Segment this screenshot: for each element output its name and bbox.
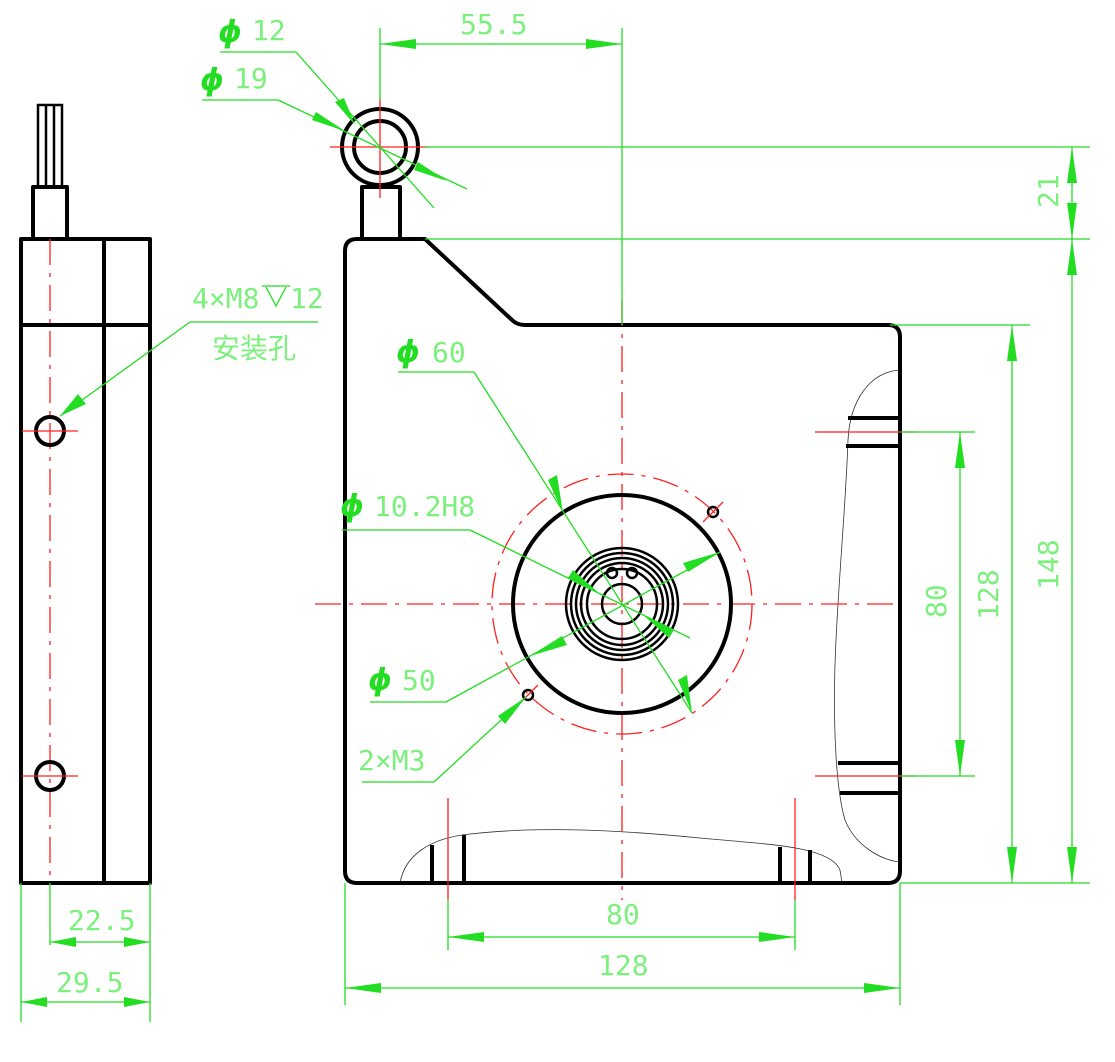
- dim-80-vertical: 80: [920, 584, 953, 618]
- dim-29-5: 29.5: [56, 966, 123, 999]
- bore: [600, 582, 644, 626]
- mount-thread-label: 4×M8: [192, 282, 259, 315]
- section-hatch-bottom: [399, 829, 843, 884]
- dim-22-5: 22.5: [68, 904, 135, 937]
- dim-55-5: 55.5: [460, 8, 527, 41]
- section-hatch-right: [834, 369, 901, 863]
- mount-caption: 安装孔: [212, 332, 296, 365]
- dim-128-horizontal: 128: [598, 949, 649, 982]
- dim-m3-holes: 2×M3: [358, 744, 425, 777]
- cable: [36, 103, 64, 189]
- eyelet-stem: [360, 185, 402, 241]
- front-view: [315, 98, 915, 900]
- dim-148: 148: [1032, 539, 1065, 590]
- dim-phi-19: 19: [234, 62, 268, 95]
- cable-outlet: [31, 185, 69, 241]
- dim-80-horizontal: 80: [606, 898, 640, 931]
- diameter-icon: ϕ: [218, 15, 242, 50]
- m3-hole: [706, 505, 720, 519]
- diameter-icon: ϕ: [368, 663, 392, 698]
- dim-phi-12: 12: [252, 14, 286, 47]
- dim-128-vertical: 128: [972, 569, 1005, 620]
- front-dimensions: 55.5 ϕ 12 ϕ 19 21 148 128 80 80: [200, 8, 1090, 1005]
- bolt-circle: [491, 473, 753, 735]
- side-view: [19, 103, 152, 885]
- dim-phi-60: 60: [432, 336, 466, 369]
- drum-60: [511, 493, 733, 715]
- m3-hole: [521, 688, 535, 702]
- dim-phi-50: 50: [402, 664, 436, 697]
- diameter-icon: ϕ: [200, 63, 224, 98]
- side-dimensions: 22.5 29.5 4×M8 12 安装孔: [20, 282, 324, 1022]
- depth-symbol-icon: [262, 285, 290, 308]
- dim-phi-bore: 10.2H8: [374, 490, 475, 523]
- dim-21: 21: [1032, 174, 1065, 208]
- diameter-icon: ϕ: [396, 335, 420, 370]
- housing-outline: [343, 237, 902, 885]
- mount-depth-label: 12: [290, 282, 324, 315]
- diameter-icon: ϕ: [340, 489, 364, 524]
